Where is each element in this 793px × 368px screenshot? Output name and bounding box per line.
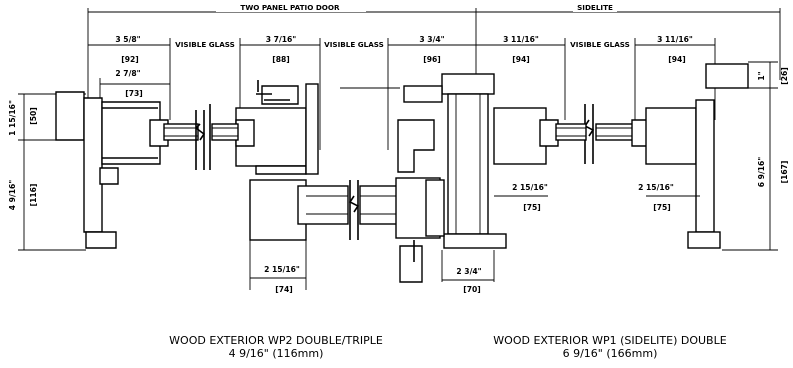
center-lower-panel [249,119,441,283]
dim-center-panel-mm: [88] [272,55,290,64]
dim-right-upper: 1" [757,71,766,80]
dim-side-left: 3 11/16" [503,35,539,44]
dim-side-b: 2 15/16" [638,183,674,192]
bottom-dimension-lines [249,195,700,290]
dim-mull-mm: [70] [463,285,481,294]
dim-center-panel: 3 7/16" [266,35,297,44]
caption-right-title: WOOD EXTERIOR WP1 (SIDELITE) DOUBLE [493,334,726,347]
dim-left-panel: 3 5/8" [115,35,140,44]
header-dimension-lines [87,2,781,150]
left-jamb-section [55,91,199,249]
dim-right-upper-mm: [26] [780,67,789,85]
dim-side-b-mm: [75] [653,203,671,212]
dim-right-panel: 3 3/4" [419,35,444,44]
dim-right-panel-mm: [96] [423,55,441,64]
dim-side-right: 3 11/16" [657,35,693,44]
dim-left-inner: 2 7/8" [115,69,140,78]
dim-left-lower-mm: [116] [29,184,38,207]
dim-left-upper-mm: [50] [29,107,38,125]
dim-left-lower: 4 9/16" [8,180,17,211]
center-mull [257,73,507,249]
center-upper-panel [211,83,319,175]
dim-left-panel-mm: [92] [121,55,139,64]
header-sidelite: SIDELITE [577,3,613,12]
header-two-panel: TWO PANEL PATIO DOOR [240,3,340,12]
right-vertical-dimension [722,61,778,251]
dim-mull: 2 3/4" [456,267,481,276]
dim-right-lower-mm: [167] [780,161,789,184]
glass-break-symbols [194,104,595,240]
dim-side-left-mm: [94] [512,55,530,64]
caption-right-sub: 6 9/16" (166mm) [563,347,658,360]
dim-right-lower: 6 9/16" [757,157,766,188]
dim-side-a: 2 15/16" [512,183,548,192]
dim-left-upper: 1 15/16" [8,100,17,136]
label-visible-glass-3: VISIBLE GLASS [570,40,630,49]
top-dimension-lines [88,38,716,150]
label-visible-glass-2: VISIBLE GLASS [324,40,384,49]
dim-side-a-mm: [75] [523,203,541,212]
sidelite-section [493,63,749,249]
dim-door-bottom-mm: [74] [275,285,293,294]
dim-left-inner-mm: [73] [125,89,143,98]
dim-side-right-mm: [94] [668,55,686,64]
dim-door-bottom: 2 15/16" [264,265,300,274]
label-visible-glass-1: VISIBLE GLASS [175,40,235,49]
caption-left-title: WOOD EXTERIOR WP2 DOUBLE/TRIPLE [169,334,383,347]
caption-left-sub: 4 9/16" (116mm) [229,347,324,360]
